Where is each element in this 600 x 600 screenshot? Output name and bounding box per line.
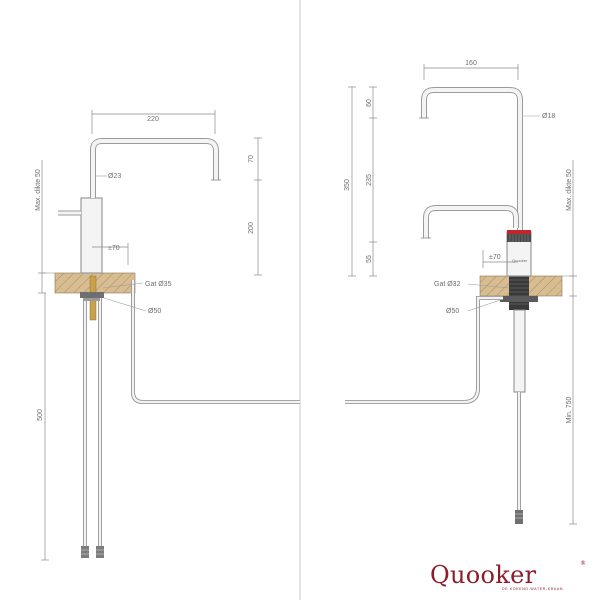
left-spout-diameter-label: Ø23	[108, 173, 121, 180]
brand-name: Quooker	[430, 561, 537, 589]
right-threaded-shank	[509, 276, 529, 310]
quooker-logo: Quooker ® DE KOKEND-WATER-KRAAN	[430, 560, 586, 591]
left-spout-drop-label: 70	[248, 155, 255, 163]
right-hole-label: Gat Ø32	[434, 281, 461, 288]
right-tap-text: Quooker	[512, 258, 528, 263]
left-width-label: 220	[147, 116, 159, 123]
right-base-label: ±70	[489, 254, 501, 261]
right-mid-label: 235	[366, 174, 373, 186]
right-thickness-label: Max. dikte 50	[566, 169, 573, 211]
right-total-height-label: 350	[344, 179, 351, 191]
right-width-label: 160	[465, 60, 477, 67]
left-tap-body	[80, 197, 103, 274]
left-base-label: ±70	[108, 245, 120, 252]
right-view: Quooker 160 Ø18 350 60 235 55	[344, 60, 577, 525]
left-base-diameter-label: Ø50	[148, 308, 161, 315]
right-base-diameter-label: Ø50	[446, 308, 459, 315]
right-min-length-label: Min. 750	[566, 396, 573, 423]
right-spout-diameter-label: Ø18	[542, 113, 555, 120]
left-view: 220 70 200 Ø23 Max. dikte 50 ±70 Gat Ø35…	[35, 110, 300, 561]
left-supply-hoses	[81, 293, 104, 558]
right-lower-label: 55	[366, 255, 373, 263]
left-thickness-label: Max. dikte 50	[35, 169, 42, 211]
brand-registered: ®	[580, 560, 586, 567]
right-top-label: 60	[366, 99, 373, 107]
brand-tagline: DE KOKEND-WATER-KRAAN	[502, 587, 563, 591]
left-height-label: 200	[248, 222, 255, 234]
right-red-ring	[507, 230, 531, 234]
left-hole-label: Gat Ø35	[145, 281, 172, 288]
left-hose-length-label: 500	[37, 409, 44, 421]
